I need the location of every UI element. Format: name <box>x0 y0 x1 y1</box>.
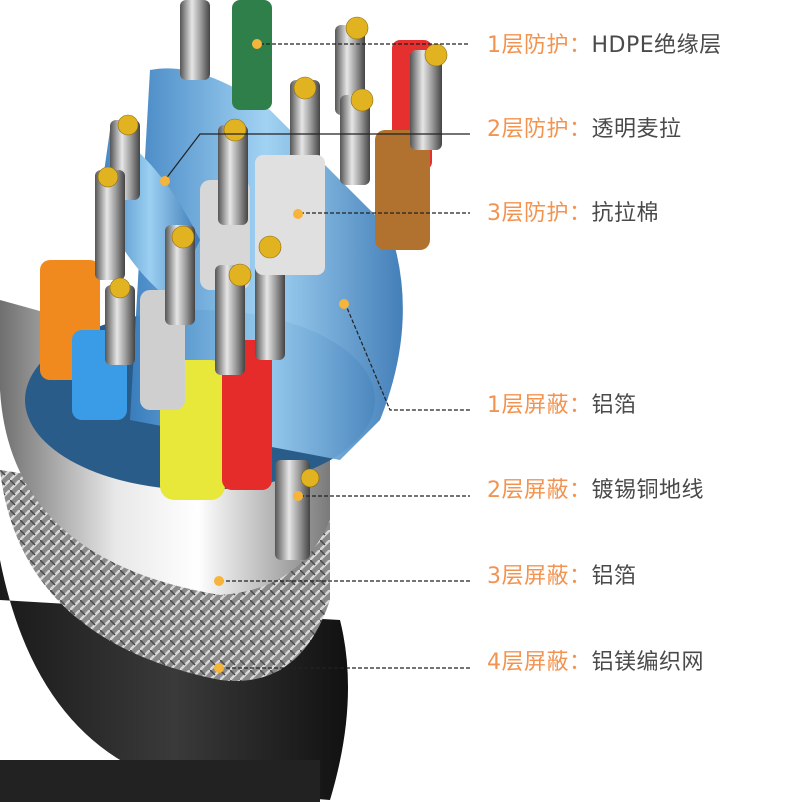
label-tag: 4层屏蔽： <box>487 650 592 675</box>
label-value: 抗拉棉 <box>591 201 660 226</box>
label-tag: 1层防护： <box>487 33 592 58</box>
label-protection-1: 1层防护： HDPE绝缘层 <box>487 28 722 58</box>
label-value: 透明麦拉 <box>591 117 682 142</box>
label-tag: 3层防护： <box>487 201 592 226</box>
marker-dots <box>160 39 349 673</box>
label-tag: 1层屏蔽： <box>487 393 592 418</box>
label-value: 铝箔 <box>591 564 637 589</box>
label-shield-4: 4层屏蔽： 铝镁编织网 <box>487 645 704 675</box>
label-value: 镀锡铜地线 <box>591 478 705 503</box>
label-protection-2: 2层防护： 透明麦拉 <box>487 112 682 142</box>
label-tag: 3层屏蔽： <box>487 564 592 589</box>
label-protection-3: 3层防护： 抗拉棉 <box>487 196 659 226</box>
label-tag: 2层防护： <box>487 117 592 142</box>
label-shield-2: 2层屏蔽： 镀锡铜地线 <box>487 473 704 503</box>
label-value: HDPE绝缘层 <box>591 33 722 58</box>
label-value: 铝箔 <box>591 393 637 418</box>
label-shield-1: 1层屏蔽： 铝箔 <box>487 388 637 418</box>
label-shield-3: 3层屏蔽： 铝箔 <box>487 559 637 589</box>
label-value: 铝镁编织网 <box>591 650 705 675</box>
label-tag: 2层屏蔽： <box>487 478 592 503</box>
